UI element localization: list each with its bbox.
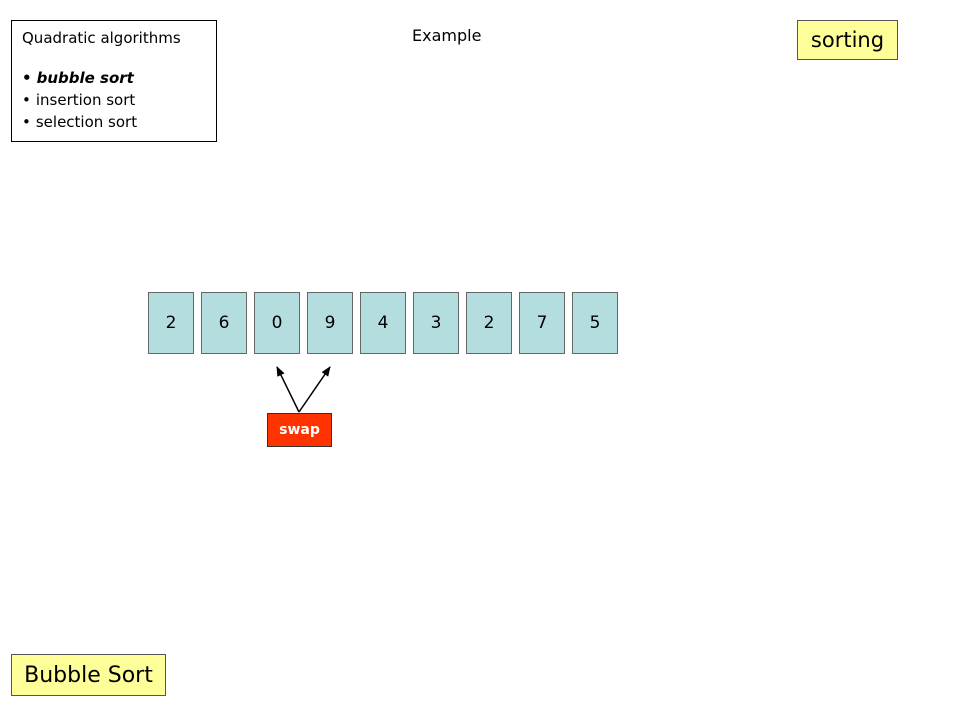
array-cell: 6 — [201, 292, 247, 354]
algorithm-label: insertion sort — [35, 91, 136, 109]
bullet-icon: • — [22, 113, 31, 131]
bullet-icon: • — [22, 91, 31, 109]
arrow-left-icon — [276, 366, 300, 413]
array-cell: 0 — [254, 292, 300, 354]
array-cell: 7 — [519, 292, 565, 354]
swap-label: swap — [267, 413, 332, 447]
array-cell: 2 — [466, 292, 512, 354]
algorithm-item-insertion-sort: •insertion sort — [22, 89, 216, 111]
arrow-right-icon — [298, 366, 331, 413]
array-cell: 4 — [360, 292, 406, 354]
algorithm-item-selection-sort: •selection sort — [22, 111, 216, 133]
bullet-icon: • — [22, 69, 32, 87]
array-row: 2 6 0 9 4 3 2 7 5 — [148, 292, 618, 354]
algorithms-panel: Quadratic algorithms •bubble sort •inser… — [11, 20, 217, 142]
algorithm-item-bubble-sort: •bubble sort — [22, 67, 216, 89]
slide-title: Bubble Sort — [11, 654, 166, 696]
algorithm-label: selection sort — [35, 113, 138, 131]
algorithms-list: •bubble sort •insertion sort •selection … — [22, 67, 216, 133]
array-cell: 2 — [148, 292, 194, 354]
algorithm-label: bubble sort — [36, 69, 134, 87]
example-label: Example — [412, 26, 482, 45]
topic-tag: sorting — [797, 20, 898, 60]
array-cell: 3 — [413, 292, 459, 354]
array-cell: 9 — [307, 292, 353, 354]
array-cell: 5 — [572, 292, 618, 354]
algorithms-title: Quadratic algorithms — [22, 29, 181, 47]
